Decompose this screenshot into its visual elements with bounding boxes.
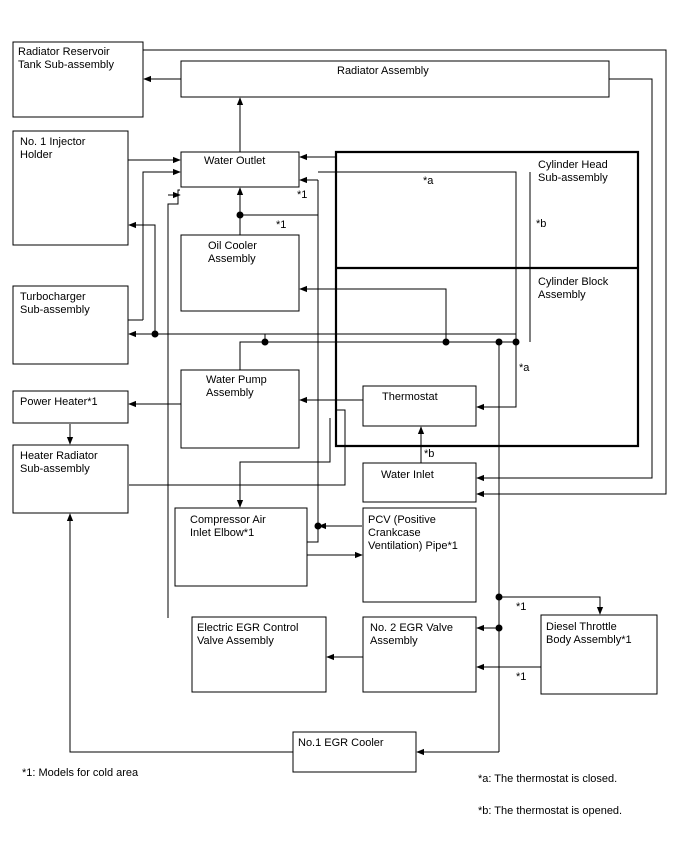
water-inlet-box: Water Inlet [362, 462, 477, 503]
marker-1-outlet: *1 [297, 189, 307, 201]
egr-cooler-box: No.1 EGR Cooler [292, 731, 417, 773]
radiator-assembly-label: Radiator Assembly [337, 65, 429, 77]
marker-a-thermostat: *a [519, 362, 530, 374]
marker-b-inlet: *b [424, 448, 434, 460]
turbocharger-label: Turbocharger Sub-assembly [20, 291, 90, 316]
radiator-to-inlet-line [476, 78, 653, 482]
heater-return-line [129, 409, 346, 486]
junction-dot [495, 338, 503, 346]
oil-cooler-box: Oil Cooler Assembly [180, 234, 300, 312]
thermostat-box: Thermostat [362, 385, 477, 427]
legend-opened: *b: The thermostat is opened. [478, 805, 622, 817]
junction-dot [495, 593, 503, 601]
junction-dot [442, 338, 450, 346]
radiator-reservoir-label: Radiator Reservoir Tank Sub-assembly [18, 46, 114, 71]
egr-control-to-outlet-line [167, 189, 180, 618]
pcv-pipe-box: PCV (Positive Crankcase Ventilation) Pip… [362, 507, 477, 603]
egr-valve-2-box: No. 2 EGR Valve Assembly [362, 616, 477, 693]
cylinder-block-label: Cylinder Block Assembly [538, 276, 611, 301]
junction-dot [261, 338, 269, 346]
egr-control-valve-box: Electric EGR Control Valve Assembly [191, 616, 327, 693]
thermostat-label: Thermostat [382, 391, 438, 403]
marker-a-head: *a [423, 175, 434, 187]
egr-valve-2-label: No. 2 EGR Valve Assembly [370, 622, 456, 647]
junction-dot [236, 211, 244, 219]
diesel-throttle-box: Diesel Throttle Body Assembly*1 [540, 614, 658, 695]
head-bypass-a-line [318, 171, 517, 342]
water-inlet-label: Water Inlet [381, 469, 434, 481]
egr-control-valve-label: Electric EGR Control Valve Assembly [197, 622, 302, 647]
cylinder-head-label: Cylinder Head Sub-assembly [538, 159, 611, 184]
pump-to-bus-line [239, 341, 265, 370]
egr-cooler-to-heater-line [66, 513, 293, 753]
oil-cooler-label: Oil Cooler Assembly [208, 240, 260, 265]
diesel-throttle-label: Diesel Throttle Body Assembly*1 [546, 621, 632, 646]
power-heater-box: Power Heater*1 [12, 390, 129, 424]
junction-dots [151, 211, 520, 632]
injector-holder-box: No. 1 Injector Holder [12, 130, 129, 246]
heater-radiator-label: Heater Radiator Sub-assembly [20, 450, 101, 475]
pump-to-compressor-line [236, 418, 331, 508]
marker-1-throttle: *1 [516, 601, 526, 613]
supply-to-throttle-line [499, 596, 604, 615]
bus-to-injector-line [128, 221, 156, 334]
marker-1-oil: *1 [276, 219, 286, 231]
marker-b-head: *b [536, 218, 546, 230]
water-pump-box: Water Pump Assembly [180, 369, 300, 449]
pcv-feed-line [307, 525, 362, 543]
radiator-reservoir-box: Radiator Reservoir Tank Sub-assembly [12, 41, 144, 118]
legend-models: *1: Models for cold area [22, 767, 139, 779]
water-outlet-label: Water Outlet [204, 155, 265, 167]
flow-lines [66, 49, 667, 756]
water-outlet-box: Water Outlet [180, 151, 300, 188]
compressor-elbow-label: Compressor Air Inlet Elbow*1 [190, 514, 269, 539]
block-to-oil-cooler-line [299, 285, 447, 342]
junction-dot [512, 338, 520, 346]
pcv-pipe-label: PCV (Positive Crankcase Ventilation) Pip… [368, 514, 458, 552]
marker-1-egr: *1 [516, 671, 526, 683]
turbo-to-outlet-line [142, 168, 181, 320]
reservoir-to-inlet-line [143, 49, 667, 498]
markers: *a *b *a *b *1 *1 *1 *1 [276, 175, 546, 683]
legend-closed: *a: The thermostat is closed. [478, 773, 617, 785]
heater-radiator-box: Heater Radiator Sub-assembly [12, 444, 129, 514]
engine-block-outline: Cylinder Head Sub-assembly Cylinder Bloc… [334, 150, 640, 448]
junction-dot [151, 330, 159, 338]
turbocharger-box: Turbocharger Sub-assembly [12, 285, 129, 365]
legend: *1: Models for cold area *a: The thermos… [22, 767, 622, 817]
junction-dot [314, 522, 322, 530]
injector-holder-label: No. 1 Injector Holder [20, 136, 88, 161]
egr-cooler-label: No.1 EGR Cooler [298, 737, 384, 749]
compressor-elbow-box: Compressor Air Inlet Elbow*1 [174, 507, 308, 587]
radiator-assembly-box: Radiator Assembly [180, 60, 610, 98]
bypass-to-thermostat-line [476, 342, 517, 411]
water-pump-label: Water Pump Assembly [206, 374, 270, 399]
junction-dot [495, 624, 503, 632]
power-heater-label: Power Heater*1 [20, 396, 98, 408]
